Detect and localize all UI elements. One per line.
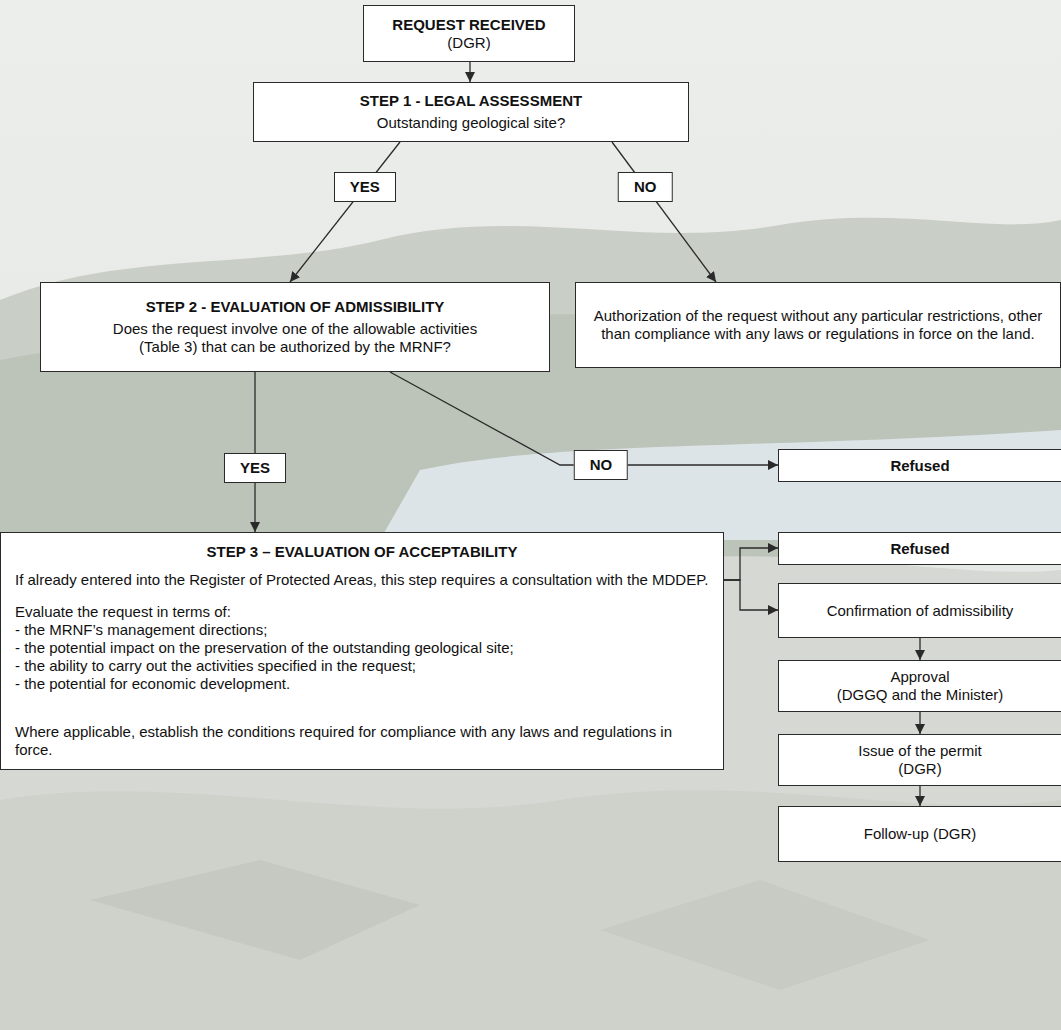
- box-heading: REQUEST RECEIVED: [374, 16, 564, 34]
- process-box: Issue of the permit(DGR): [778, 734, 1061, 786]
- box-text: - the ability to carry out the activitie…: [15, 657, 709, 675]
- flow-arrow: [290, 142, 400, 282]
- box-text: (DGGQ and the Minister): [789, 686, 1051, 704]
- box-text: Where applicable, establish the conditio…: [15, 723, 709, 759]
- flow-arrow: [724, 580, 778, 610]
- process-box: Follow-up (DGR): [778, 806, 1061, 862]
- process-box: STEP 1 - LEGAL ASSESSMENT Outstanding geo…: [253, 82, 689, 142]
- box-text: Evaluate the request in terms of:: [15, 603, 709, 621]
- edge-label: YES: [224, 453, 286, 483]
- process-box: Refused: [778, 449, 1061, 482]
- box-text: - the MRNF’s management directions;: [15, 621, 709, 639]
- flow-arrow: [724, 548, 778, 580]
- box-text: Approval: [789, 668, 1051, 686]
- box-text: - the potential for economic development…: [15, 675, 709, 693]
- box-text: Authorization of the request without any…: [590, 307, 1046, 343]
- process-box: Approval(DGGQ and the Minister): [778, 660, 1061, 712]
- flow-arrow: [469, 62, 470, 82]
- box-heading: Refused: [789, 457, 1051, 475]
- box-text: (DGR): [789, 760, 1051, 778]
- edge-label: YES: [334, 172, 396, 202]
- edge-label: NO: [574, 450, 629, 480]
- box-heading: Refused: [789, 540, 1051, 558]
- edge-label: NO: [618, 172, 673, 202]
- box-text: Follow-up (DGR): [789, 825, 1051, 843]
- flow-arrow: [919, 638, 920, 660]
- box-text: Issue of the permit: [789, 742, 1051, 760]
- box-text: (DGR): [374, 34, 564, 52]
- box-text: Confirmation of admissibility: [789, 602, 1051, 620]
- process-box: STEP 3 – EVALUATION OF ACCEPTABILITY If a…: [0, 532, 724, 770]
- box-heading: STEP 3 – EVALUATION OF ACCEPTABILITY: [15, 543, 709, 561]
- process-box: REQUEST RECEIVED(DGR): [363, 5, 575, 62]
- process-box: Authorization of the request without any…: [575, 282, 1061, 368]
- flow-arrow: [919, 712, 920, 734]
- box-heading: STEP 2 - EVALUATION OF ADMISSIBILITY: [111, 298, 479, 316]
- process-box: Refused: [778, 532, 1061, 565]
- box-text: If already entered into the Register of …: [15, 571, 709, 589]
- box-heading: STEP 1 - LEGAL ASSESSMENT: [266, 92, 676, 110]
- process-box: Confirmation of admissibility: [778, 583, 1061, 638]
- process-box: STEP 2 - EVALUATION OF ADMISSIBILITY Does…: [40, 282, 550, 372]
- flow-arrow: [612, 142, 716, 282]
- flow-arrow: [254, 372, 255, 532]
- box-text: - the potential impact on the preservati…: [15, 639, 709, 657]
- box-text: Outstanding geological site?: [266, 114, 676, 132]
- box-text: Does the request involve one of the allo…: [111, 320, 479, 356]
- flow-arrow: [919, 786, 920, 806]
